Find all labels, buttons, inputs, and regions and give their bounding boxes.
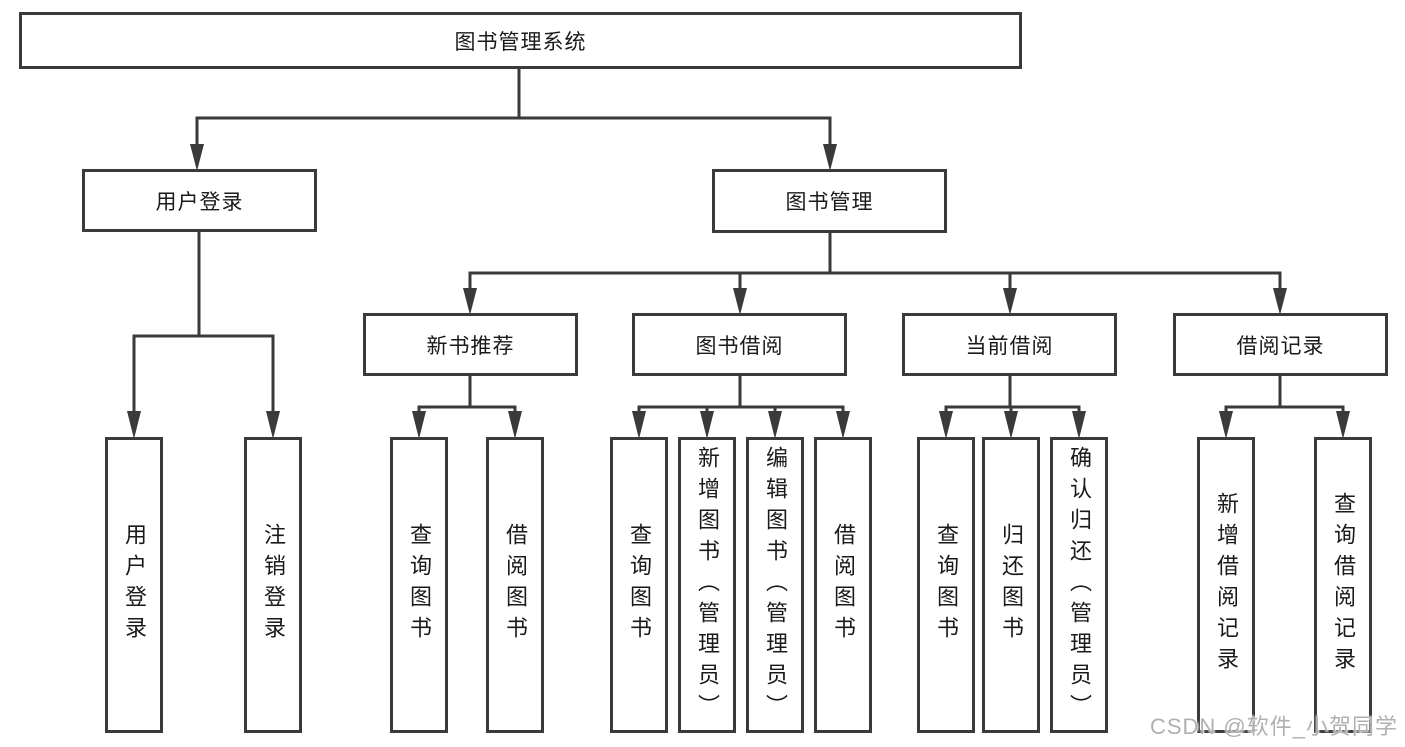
leaf-query-books-recommend: 查询图书 <box>390 437 448 733</box>
connector-path <box>132 67 1345 414</box>
leaf-label: 借阅图书 <box>831 523 856 647</box>
leaf-label: 新增借阅记录 <box>1214 492 1239 678</box>
arrow-icon <box>823 144 837 171</box>
arrow-icon <box>1273 288 1287 315</box>
node-borrow-records: 借阅记录 <box>1173 313 1388 376</box>
arrow-icon <box>127 411 141 439</box>
leaf-label: 归还图书 <box>999 523 1024 647</box>
leaf-label: 查询图书 <box>627 523 652 647</box>
leaf-return-book: 归还图书 <box>982 437 1040 733</box>
arrow-icon <box>463 288 477 315</box>
leaf-add-book-admin: 新增图书（管理员） <box>678 437 736 733</box>
leaf-borrow-books: 借阅图书 <box>814 437 872 733</box>
leaf-label: 用户登录 <box>122 523 147 647</box>
node-library-system: 图书管理系统 <box>19 12 1022 69</box>
leaf-edit-book-admin: 编辑图书（管理员） <box>746 437 804 733</box>
leaf-confirm-return-admin: 确认归还（管理员） <box>1050 437 1108 733</box>
leaf-query-borrow-record: 查询借阅记录 <box>1314 437 1372 733</box>
arrow-icon <box>1219 411 1233 439</box>
arrow-icon <box>939 411 953 439</box>
node-book-management: 图书管理 <box>712 169 947 233</box>
arrow-icon <box>508 411 522 439</box>
arrow-icon <box>1003 288 1017 315</box>
arrow-icon <box>700 411 714 439</box>
arrow-icon <box>768 411 782 439</box>
leaf-label: 新增图书（管理员） <box>695 445 720 725</box>
node-label: 图书管理系统 <box>454 30 587 54</box>
node-book-borrow: 图书借阅 <box>632 313 847 376</box>
node-label: 借阅记录 <box>1236 334 1325 358</box>
leaf-add-borrow-record: 新增借阅记录 <box>1197 437 1255 733</box>
leaf-label: 确认归还（管理员） <box>1067 445 1092 725</box>
leaf-query-books-current: 查询图书 <box>917 437 975 733</box>
leaf-borrow-books-recommend: 借阅图书 <box>486 437 544 733</box>
leaf-label: 借阅图书 <box>503 523 528 647</box>
arrow-icon <box>190 144 204 171</box>
arrow-icon <box>266 411 280 439</box>
leaf-label: 注销登录 <box>261 523 286 647</box>
leaf-logout: 注销登录 <box>244 437 302 733</box>
node-label: 图书借阅 <box>695 334 784 358</box>
node-label: 图书管理 <box>785 191 874 214</box>
arrow-icon <box>733 288 747 315</box>
arrow-icon <box>412 411 426 439</box>
leaf-label: 编辑图书（管理员） <box>763 445 788 725</box>
node-label: 用户登录 <box>155 190 244 214</box>
leaf-label: 查询图书 <box>934 523 959 647</box>
arrow-icon <box>632 411 646 439</box>
node-label: 当前借阅 <box>965 334 1054 358</box>
leaf-user-login: 用户登录 <box>105 437 163 733</box>
leaf-label: 查询图书 <box>407 523 432 647</box>
leaf-query-books-borrow: 查询图书 <box>610 437 668 733</box>
leaf-label: 查询借阅记录 <box>1331 492 1356 678</box>
node-label: 新书推荐 <box>426 334 515 358</box>
node-current-borrow: 当前借阅 <box>902 313 1117 376</box>
node-new-book-recommend: 新书推荐 <box>363 313 578 376</box>
arrow-icon <box>1072 411 1086 439</box>
arrow-icon <box>1336 411 1350 439</box>
node-user-login: 用户登录 <box>82 169 317 232</box>
arrow-icon <box>1004 411 1018 439</box>
arrow-icon <box>836 411 850 439</box>
